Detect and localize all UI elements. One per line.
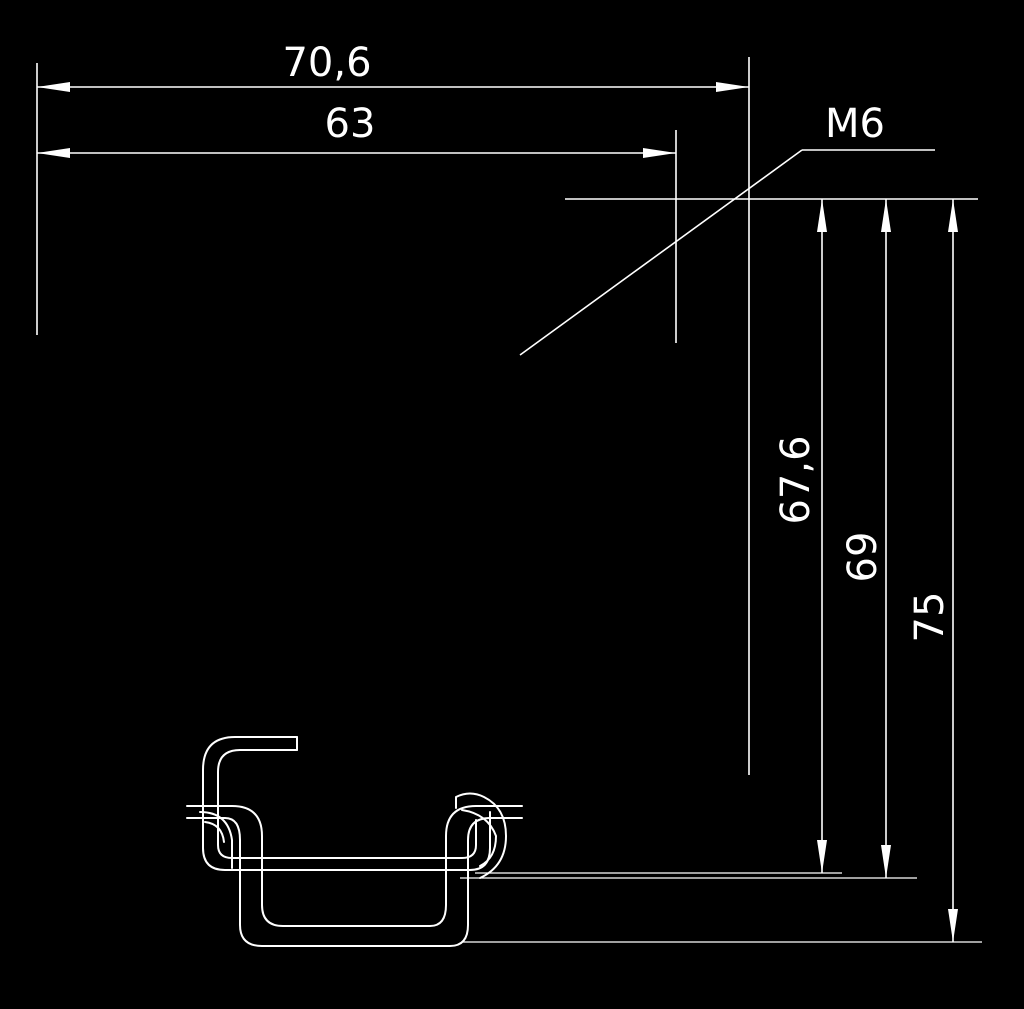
thread-nut-detail [455, 792, 507, 879]
arrowhead-top [948, 199, 958, 232]
arrowhead-left [37, 82, 70, 92]
dimension-height-b: 69 [840, 199, 891, 878]
dimension-overall-width: 70,6 [36, 40, 750, 775]
arrowhead-left [37, 148, 70, 158]
channel-outer-wall [186, 817, 523, 947]
dimension-height-c: 75 [907, 199, 958, 942]
dimension-label-height-c: 75 [907, 592, 953, 643]
clamp-hook-inner [217, 749, 477, 859]
arrowhead-bottom [881, 845, 891, 878]
rail-profile [186, 736, 523, 947]
arrowhead-top [881, 199, 891, 232]
dimension-height-a: 67,6 [773, 199, 827, 873]
leader-line [519, 149, 803, 356]
thread-callout: M6 [519, 101, 935, 356]
arrowhead-right [716, 82, 749, 92]
dimension-label-height-a: 67,6 [773, 435, 819, 524]
arrowhead-right [643, 148, 676, 158]
dimension-inner-width: 63 [37, 101, 677, 343]
arrowhead-bottom [817, 840, 827, 873]
dimension-label-inner-width: 63 [325, 101, 376, 147]
dimension-label-height-b: 69 [840, 532, 886, 583]
thread-label: M6 [825, 101, 885, 147]
dimension-label-overall-width: 70,6 [282, 40, 371, 86]
arrowhead-bottom [948, 909, 958, 942]
arrowhead-top [817, 199, 827, 232]
left-clamp-detail [199, 811, 233, 869]
channel-outer-outline [186, 805, 523, 927]
